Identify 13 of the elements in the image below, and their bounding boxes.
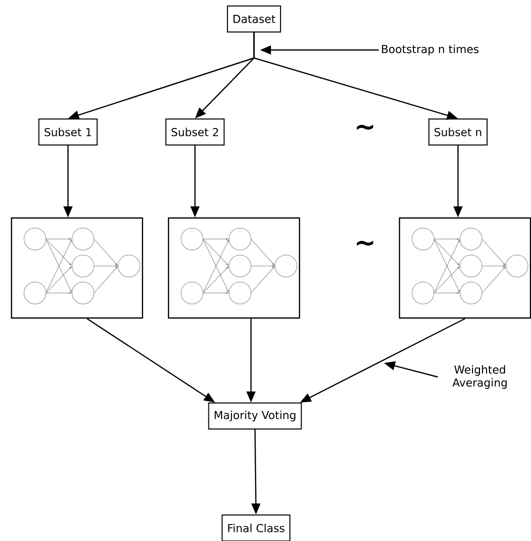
tilde-symbol: ~	[356, 240, 374, 246]
tilde-symbol: ~	[356, 124, 374, 130]
process-box: Subset 2	[165, 118, 225, 146]
process-box: Dataset	[226, 6, 282, 32]
process-box: Majority Voting	[208, 402, 302, 430]
bare-text: Bootstrap n times	[382, 44, 479, 56]
bare-text: Weighted Averaging	[452, 365, 507, 389]
process-box: Final Class	[222, 514, 290, 541]
process-box: Subset n	[428, 118, 488, 146]
network-box	[398, 217, 531, 319]
network-box	[10, 217, 144, 319]
process-box: Subset 1	[38, 118, 98, 146]
network-box	[168, 217, 300, 319]
